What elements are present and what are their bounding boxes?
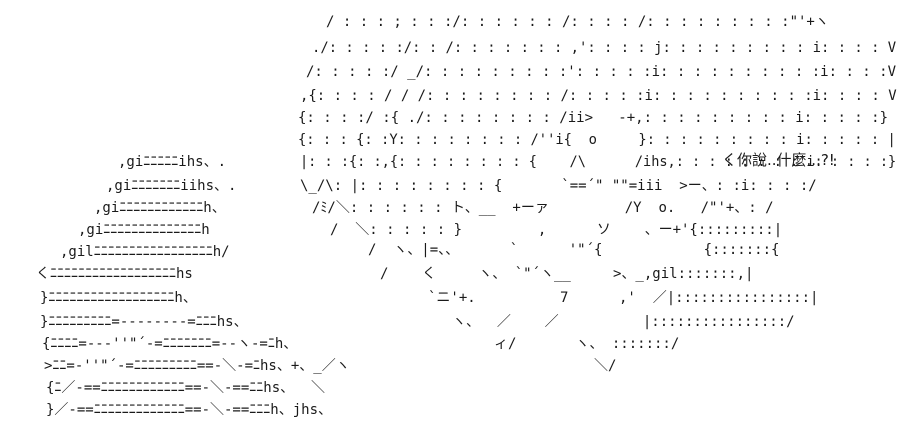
art-line: {: : : {: :Y: : : : : : : : /''i{ o }: :… [298,132,896,148]
art-line: ィ/ ヽ、 :::::::/ [494,336,680,352]
speech-text: く你說..什麼...?! [722,151,835,169]
art-line: ＼/ [594,358,617,374]
art-line: / く ヽ、 `"´ヽ__ >、_,gil:::::::,| [380,266,754,282]
art-line: / ＼: : : : : } , ソ 、ー+'{:::::::::| [330,222,783,238]
ribbon-line: }ﾆﾆﾆﾆﾆﾆﾆﾆﾆﾆﾆﾆﾆﾆﾆﾆﾆﾆh、 [40,290,197,306]
art-line: \_/\: |: : : : : : : : { `==´" ""=iii >ー… [300,178,817,194]
art-line: ,{: : : : / / /: : : : : : : : /: : : : … [300,88,897,104]
ribbon-line: ,giﾆﾆﾆﾆﾆﾆﾆﾆﾆﾆﾆﾆh、 [94,200,226,216]
ribbon-line: ,giﾆﾆﾆﾆﾆihs、. [118,154,227,170]
ribbon-line: }／-==ﾆﾆﾆﾆﾆﾆﾆﾆﾆﾆﾆﾆﾆ==-＼-==ﾆﾆﾆh、jhs、 [46,402,333,418]
ribbon-line: くﾆﾆﾆﾆﾆﾆﾆﾆﾆﾆﾆﾆﾆﾆﾆﾆﾆﾆhs [36,266,193,282]
art-line: / : : : ; : : :/: : : : : : /: : : : /: … [326,14,829,30]
art-line: /: : : : :/ _/: : : : : : : : :': : : : … [306,64,897,80]
art-line: ヽ、 ／ ／ |::::::::::::::::/ [452,314,795,330]
ribbon-line: >ﾆﾆ=-''"´-=ﾆﾆﾆﾆﾆﾆﾆﾆﾆ==-＼-=ﾆhs、+、_／ヽ [44,358,350,374]
ribbon-line: ,giﾆﾆﾆﾆﾆﾆﾆﾆﾆﾆﾆﾆﾆﾆh [78,222,210,238]
ribbon-line: }ﾆﾆﾆﾆﾆﾆﾆﾆﾆ=--------=ﾆﾆﾆhs、 [40,314,248,330]
art-line: `ニ'+. 7 ,' ／|::::::::::::::::| [428,290,819,306]
art-line: {: : : :/ :{ ./: : : : : : : : /ii> -+,:… [298,110,889,126]
art-line: / ヽ、|=、、 ` '"´{ {:::::::{ [368,242,780,258]
ribbon-line: ,giﾆﾆﾆﾆﾆﾆﾆiihs、. [106,178,237,194]
ribbon-line: {ﾆ／-==ﾆﾆﾆﾆﾆﾆﾆﾆﾆﾆﾆﾆ==-＼-==ﾆﾆhs、 ＼ [46,380,326,396]
ribbon-line: ,gilﾆﾆﾆﾆﾆﾆﾆﾆﾆﾆﾆﾆﾆﾆﾆﾆﾆh/ [60,244,230,260]
art-line: |: : :{: :,{: : : : : : : : { /\ /ihs,: … [300,154,897,170]
art-line: /ﾐ/＼: : : : : : ト、__ +ーァ /Y o. /"'+、: / [312,200,774,216]
art-line: ./: : : : :/: : /: : : : : : : ,': : : :… [312,40,897,56]
ribbon-line: {ﾆﾆﾆﾆ=---''"´-=ﾆﾆﾆﾆﾆﾆﾆ=--ヽ-=ﾆh、 [42,336,298,352]
